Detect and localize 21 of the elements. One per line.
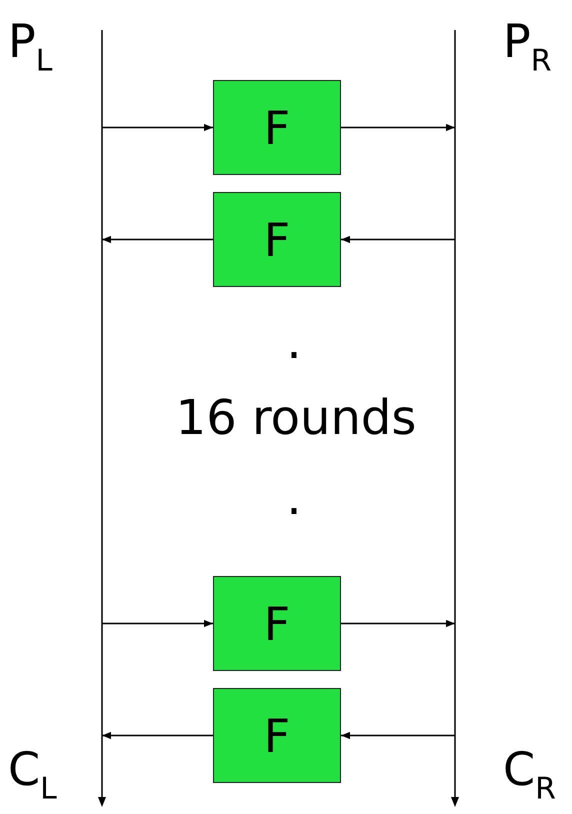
arrow [102, 124, 213, 132]
line-label: C$_{L}$ [8, 746, 57, 804]
line-label: P$_{L}$ [8, 18, 52, 76]
arrow [341, 236, 455, 244]
vertical-arrow-line [450, 30, 460, 807]
line-label: C$_{R}$ [503, 746, 556, 804]
vertical-arrow-line [97, 30, 107, 807]
arrow [102, 620, 213, 628]
function-box: F [213, 576, 341, 671]
note-text: . [286, 318, 302, 366]
note-text: . [286, 474, 302, 522]
function-box: F [213, 688, 341, 783]
arrow [102, 236, 213, 244]
arrow [341, 620, 455, 628]
arrow [341, 732, 455, 740]
line-label: P$_{R}$ [503, 18, 552, 76]
arrow [102, 732, 213, 740]
function-box: F [213, 80, 341, 175]
function-box: F [213, 192, 341, 287]
arrow [341, 124, 455, 132]
note-text: 16 rounds [176, 394, 416, 442]
